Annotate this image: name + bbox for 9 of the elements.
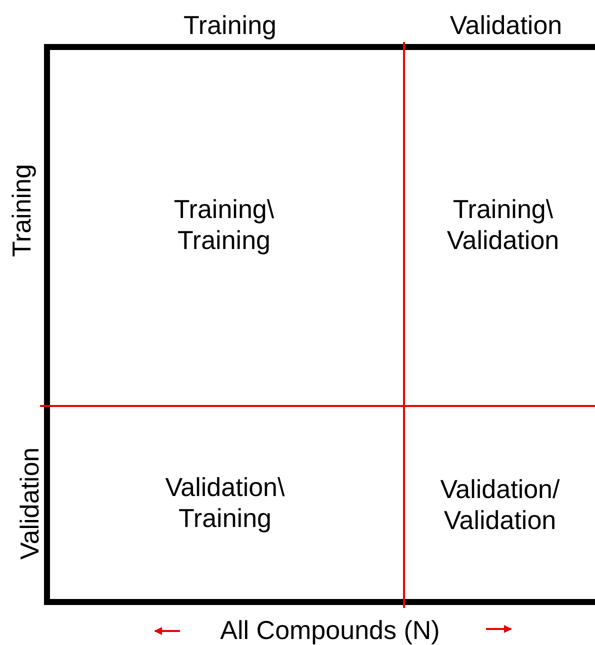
- column-header: Training: [182, 10, 278, 40]
- cell-text: Training\ Validation: [446, 194, 560, 256]
- axis-label: All Compounds (N): [219, 614, 441, 645]
- cell-text: Validation/ Validation: [439, 474, 561, 536]
- column-header: Validation: [448, 10, 564, 40]
- cell-text: Training\ Training: [172, 194, 276, 256]
- row-header: Training: [6, 162, 38, 258]
- row-header: Validation: [14, 446, 46, 562]
- cell-text: Validation\ Training: [164, 472, 286, 534]
